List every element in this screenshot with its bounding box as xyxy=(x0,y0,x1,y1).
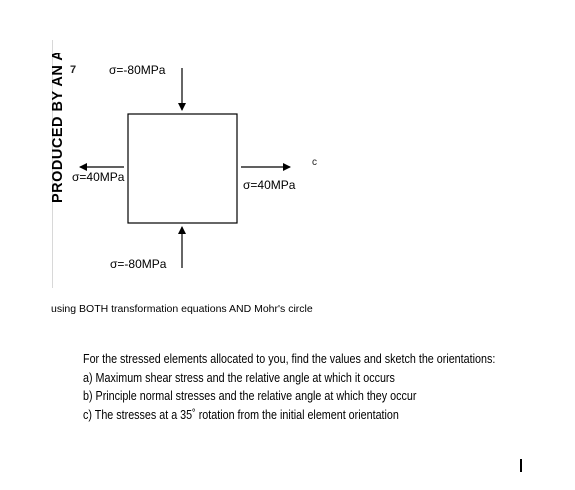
instruction-text: using BOTH transformation equations AND … xyxy=(51,303,313,315)
top-stress-label: σ=-80MPa xyxy=(109,63,166,77)
corner-letter: c xyxy=(312,157,317,168)
stress-element-square xyxy=(127,113,238,224)
task-list: For the stressed elements allocated to y… xyxy=(83,350,495,424)
bottom-stress-label: σ=-80MPa xyxy=(110,257,167,271)
task-b: b) Principle normal stresses and the rel… xyxy=(83,389,417,403)
task-intro: For the stressed elements allocated to y… xyxy=(83,352,496,366)
text-cursor-mark xyxy=(520,459,522,472)
task-c: c) The stresses at a 35˚ rotation from t… xyxy=(83,407,399,422)
left-stress-label: σ=40MPa xyxy=(72,170,125,184)
margin-line xyxy=(52,40,53,288)
stress-element-diagram xyxy=(79,68,291,268)
corner-number: 7 xyxy=(70,64,77,76)
task-a: a) Maximum shear stress and the relative… xyxy=(83,370,395,385)
right-stress-label: σ=40MPa xyxy=(243,178,296,192)
